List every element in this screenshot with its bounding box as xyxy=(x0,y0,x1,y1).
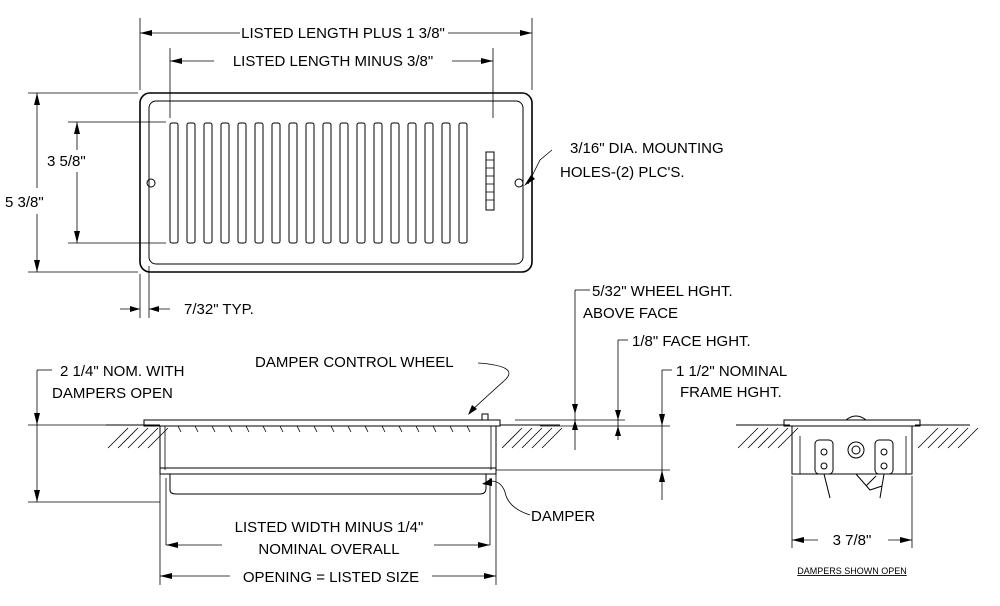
damper-pan xyxy=(169,474,487,495)
mounting-holes-label-2: HOLES-(2) PLC'S. xyxy=(560,164,685,181)
hatch-line xyxy=(777,427,799,449)
floor-hatch-left xyxy=(107,427,169,449)
louver-slot xyxy=(203,122,213,244)
end-body xyxy=(791,425,913,475)
hatch-line xyxy=(511,427,533,449)
louver-tick xyxy=(211,425,216,433)
damper-blade xyxy=(159,467,497,475)
hatch-line xyxy=(757,427,779,449)
length-minus-label: LISTED LENGTH MINUS 3/8" xyxy=(233,53,433,70)
floor-hatch-end-left xyxy=(737,427,799,449)
damper-depth-label-2: DAMPERS OPEN xyxy=(52,385,173,402)
height-inner-label: 3 5/8" xyxy=(47,153,86,170)
hatch-line xyxy=(917,427,939,449)
section-view: DAMPER CONTROL WHEEL 2 1/4" NOM. WITH DA… xyxy=(28,283,787,586)
wheel-height-label-1: 5/32" WHEEL HGHT. xyxy=(592,283,733,300)
height-outer-label: 5 3/8" xyxy=(5,194,44,211)
louver-tick xyxy=(313,425,318,433)
louver-slot xyxy=(237,122,247,244)
louver-slot xyxy=(220,122,230,244)
hatch-line xyxy=(541,427,563,449)
face-height-label: 1/8" FACE HGHT. xyxy=(632,333,751,350)
end-face-plate xyxy=(783,419,921,427)
hatch-line xyxy=(947,427,969,449)
hatch-line xyxy=(117,427,139,449)
louver-tick xyxy=(262,425,267,433)
damper-wheel-side xyxy=(481,413,489,421)
louver-tick xyxy=(432,425,437,433)
wheel-height-label-2: ABOVE FACE xyxy=(583,305,678,322)
louver-tick xyxy=(398,425,403,433)
louver-slot xyxy=(424,122,434,244)
frame-height-label-2: FRAME HGHT. xyxy=(680,384,782,401)
mounting-hole-right xyxy=(514,178,524,188)
louver-ticks xyxy=(177,425,471,433)
louver-slots xyxy=(169,122,468,244)
louver-tick xyxy=(466,425,471,433)
louver-slot xyxy=(356,122,366,244)
louver-tick xyxy=(449,425,454,433)
hatch-line xyxy=(927,427,949,449)
top-view: LISTED LENGTH PLUS 1 3/8" LISTED LENGTH … xyxy=(5,18,724,318)
hatch-line xyxy=(521,427,543,449)
louver-slot xyxy=(390,122,400,244)
width-minus-label-2: NOMINAL OVERALL xyxy=(258,541,399,558)
floor-hatch-right xyxy=(501,427,563,449)
hatch-line xyxy=(737,427,759,449)
mounting-holes-label-1: 3/16" DIA. MOUNTING xyxy=(570,140,724,157)
louver-slot xyxy=(458,122,468,244)
hatch-line xyxy=(137,427,159,449)
louver-tick xyxy=(194,425,199,433)
hatch-line xyxy=(127,427,149,449)
hatch-line xyxy=(107,427,129,449)
damper-depth-label-1: 2 1/4" NOM. WITH xyxy=(60,363,185,380)
louver-slot xyxy=(186,122,196,244)
louver-slot xyxy=(441,122,451,244)
louver-tick xyxy=(364,425,369,433)
louver-slot xyxy=(288,122,298,244)
side-width-label: 3 7/8" xyxy=(833,532,872,549)
louver-slot xyxy=(305,122,315,244)
floor-hatch-end-right xyxy=(917,427,979,449)
dampers-shown-open-label: DAMPERS SHOWN OPEN xyxy=(797,566,907,576)
damper-wheel-label: DAMPER CONTROL WHEEL xyxy=(255,354,454,371)
width-minus-label-1: LISTED WIDTH MINUS 1/4" xyxy=(235,519,424,536)
louver-slot xyxy=(254,122,264,244)
louver-slot xyxy=(169,122,179,244)
outer-frame xyxy=(139,92,533,273)
louver-tick xyxy=(347,425,352,433)
louver-slot xyxy=(407,122,417,244)
end-view: 3 7/8" DAMPERS SHOWN OPEN xyxy=(736,415,979,576)
margin-typ-label: 7/32" TYP. xyxy=(184,301,254,318)
louver-slot xyxy=(322,122,332,244)
louver-tick xyxy=(330,425,335,433)
louver-tick xyxy=(279,425,284,433)
louver-slot xyxy=(271,122,281,244)
opening-label: OPENING = LISTED SIZE xyxy=(243,569,419,586)
louver-slot xyxy=(373,122,383,244)
louver-tick xyxy=(245,425,250,433)
mounting-hole-left xyxy=(146,178,156,188)
damper-label: DAMPER xyxy=(531,508,595,525)
hatch-line xyxy=(937,427,959,449)
hatch-line xyxy=(767,427,789,449)
face-plate xyxy=(143,419,501,427)
louver-tick xyxy=(177,425,182,433)
end-wheel xyxy=(845,415,867,421)
hatch-line xyxy=(957,427,979,449)
louver-tick xyxy=(381,425,386,433)
length-plus-label: LISTED LENGTH PLUS 1 3/8" xyxy=(241,25,445,42)
louver-tick xyxy=(296,425,301,433)
hatch-line xyxy=(501,427,523,449)
louver-tick xyxy=(228,425,233,433)
damper-wheel-top xyxy=(485,151,495,211)
louver-slot xyxy=(339,122,349,244)
hatch-line xyxy=(747,427,769,449)
frame-height-label-1: 1 1/2" NOMINAL xyxy=(676,363,787,380)
louver-tick xyxy=(415,425,420,433)
hatch-line xyxy=(531,427,553,449)
